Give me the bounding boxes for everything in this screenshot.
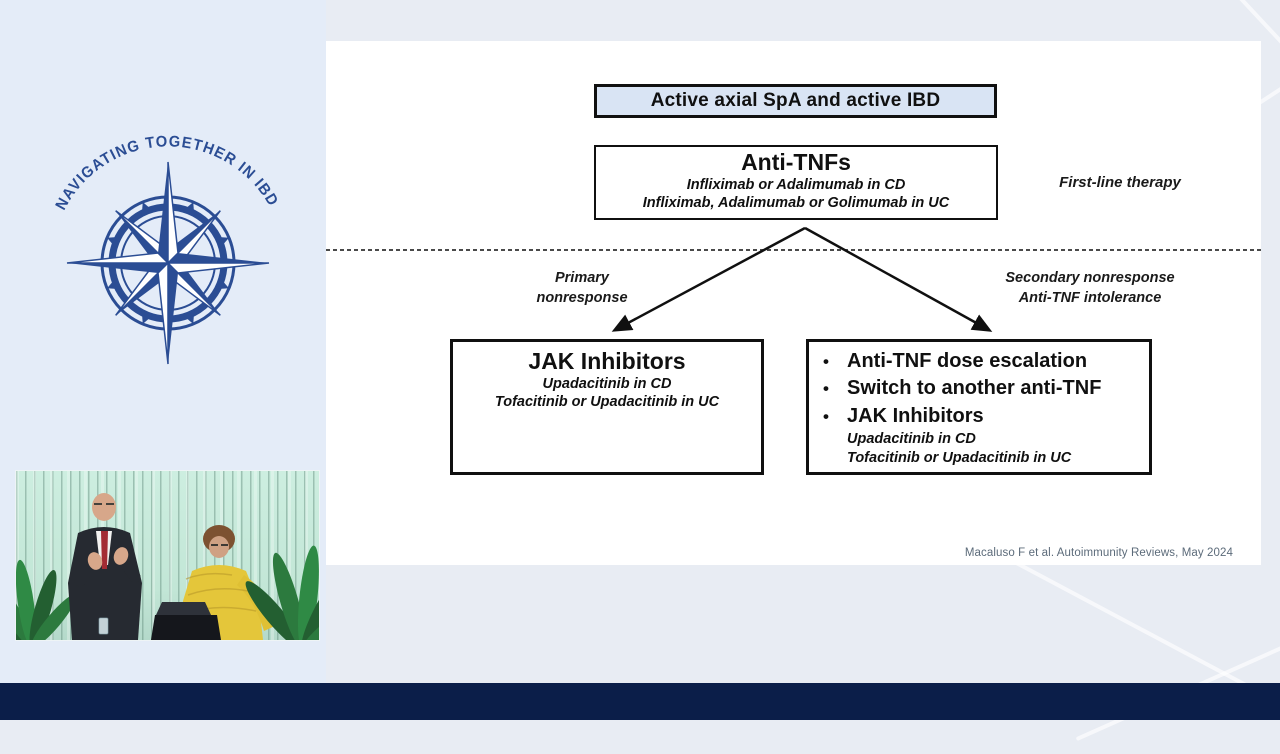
first-line-therapy-label: First-line therapy (1059, 174, 1181, 191)
presenter-male (68, 493, 142, 640)
primary-label-line2: nonresponse (536, 290, 628, 307)
bullet-label: Anti-TNF dose escalation (847, 350, 1088, 372)
arrow-to-escalation-options (804, 226, 993, 332)
bullet-label: Switch to another anti-TNF (847, 377, 1102, 400)
bullet-item: Anti-TNF dose escalation (823, 348, 1139, 375)
title-box: Active axial SpA and active IBD (594, 84, 997, 118)
presenter-scene (16, 493, 319, 640)
title-box-label: Active axial SpA and active IBD (650, 90, 941, 111)
secondary-nonresponse-label: Secondary nonresponse Anti-TNF intoleran… (989, 268, 1191, 309)
bullet-dot (823, 348, 847, 375)
escalation-box-sub-lines: Upadacitinib in CD Tofacitinib or Upadac… (847, 430, 1139, 467)
anti-tnf-box-line1: Infliximab or Adalimumab in CD (686, 176, 906, 193)
podium (151, 602, 221, 640)
jak-box-line1: Upadacitinib in CD (542, 375, 672, 392)
jak-box-line2: Tofacitinib or Upadacitinib in UC (494, 394, 720, 411)
primary-nonresponse-label: Primary nonresponse (502, 268, 662, 309)
anti-tnf-box-line2: Infliximab, Adalimumab or Golimumab in U… (642, 195, 950, 212)
water-glass (98, 617, 109, 635)
plant-left (16, 559, 77, 640)
jak-inhibitors-box: JAK Inhibitors Upadacitinib in CD Tofaci… (450, 339, 764, 475)
bullet-item: JAK Inhibitors (823, 403, 1139, 430)
jak-box-title: JAK Inhibitors (528, 348, 686, 374)
escalation-sub-line2: Tofacitinib or Upadacitinib in UC (847, 449, 1072, 466)
anti-tnf-box: Anti-TNFs Infliximab or Adalimumab in CD… (594, 145, 998, 220)
bullet-dot (823, 403, 847, 430)
compass-logo: NAVIGATING TOGETHER IN IBD (33, 128, 303, 398)
compass-rose-icon: NAVIGATING TOGETHER IN IBD (52, 133, 280, 365)
slide: Active axial SpA and active IBD Anti-TNF… (326, 41, 1261, 565)
anti-tnf-box-title: Anti-TNFs (741, 149, 851, 175)
bullet-dot (823, 375, 847, 402)
laptop (156, 602, 211, 615)
primary-label-line1: Primary (554, 270, 609, 286)
secondary-label-line1: Secondary nonresponse (1005, 270, 1175, 286)
bottom-bar (0, 683, 1280, 720)
escalation-sub-line1: Upadacitinib in CD (847, 431, 976, 448)
bullet-item: Switch to another anti-TNF (823, 375, 1139, 402)
bullet-label: JAK Inhibitors (847, 404, 984, 427)
first-line-divider (326, 249, 1261, 251)
presenter-video[interactable] (15, 470, 320, 641)
secondary-label-line2: Anti-TNF intolerance (1018, 290, 1162, 307)
escalation-options-box: Anti-TNF dose escalation Switch to anoth… (806, 339, 1152, 475)
plant-right (245, 545, 319, 640)
citation: Macaluso F et al. Autoimmunity Reviews, … (964, 547, 1233, 559)
